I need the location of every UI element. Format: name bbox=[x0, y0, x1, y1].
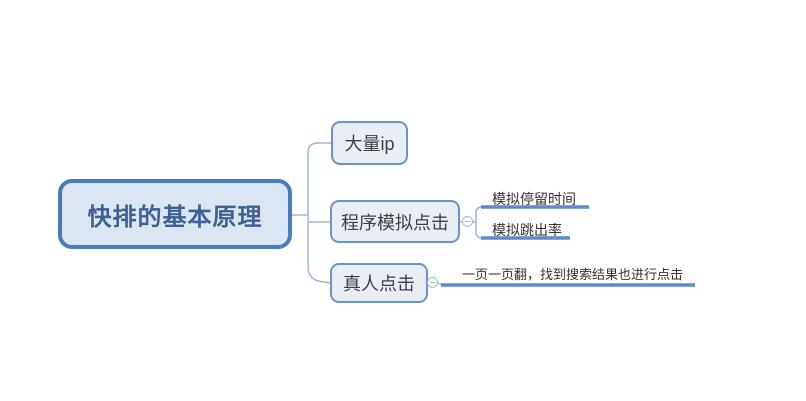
branch-topic-mass-ip[interactable]: 大量ip bbox=[331, 121, 408, 165]
root-topic[interactable]: 快排的基本原理 bbox=[58, 179, 292, 249]
connector-root-to-branch1 bbox=[307, 142, 331, 215]
collapse-toggle-real-person-click[interactable] bbox=[427, 277, 438, 288]
subtopic-simulate-bounce-rate[interactable]: 模拟跳出率 bbox=[492, 222, 562, 238]
minus-icon bbox=[429, 282, 436, 283]
minus-icon bbox=[464, 221, 471, 222]
branch-topic-program-simulated-click[interactable]: 程序模拟点击 bbox=[330, 200, 460, 243]
connector-root-to-branch3 bbox=[307, 222, 331, 284]
subtopic-simulate-dwell-time[interactable]: 模拟停留时间 bbox=[492, 191, 576, 207]
connector-toggle-to-subtopics bbox=[473, 206, 483, 239]
branch-topic-real-person-click[interactable]: 真人点击 bbox=[330, 263, 428, 303]
collapse-toggle-program-simulated-click[interactable] bbox=[462, 216, 473, 227]
subtopic-page-by-page-click[interactable]: 一页一页翻，找到搜索结果也进行点击 bbox=[462, 267, 684, 282]
connector-root-to-branch2 bbox=[307, 215, 330, 223]
